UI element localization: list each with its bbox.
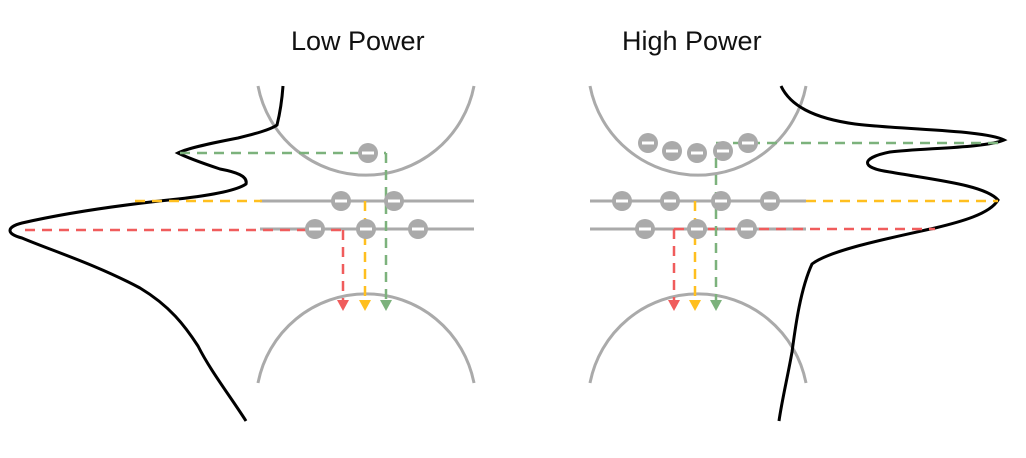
electron-icon: [612, 191, 632, 211]
electron-icon: [660, 191, 680, 211]
lower-dot-arc: [588, 292, 808, 384]
low-power-panel: [8, 85, 476, 422]
electron-icon: [713, 141, 733, 161]
electron-icon: [384, 191, 404, 211]
spectrum-curve: [777, 85, 1008, 422]
yellow-arrowhead: [359, 300, 371, 311]
electron-icon: [408, 219, 428, 239]
green-arrowhead: [710, 300, 722, 311]
green-arrowhead: [380, 300, 392, 311]
red-arrowhead: [337, 300, 349, 311]
electron-icon: [331, 191, 351, 211]
high-power-panel: [588, 85, 1008, 422]
electron-icon: [305, 219, 325, 239]
electron-icon: [358, 143, 378, 163]
electron-icon: [760, 191, 780, 211]
red-arrowhead: [668, 300, 680, 311]
electron-icon: [356, 219, 376, 239]
electron-icon: [738, 133, 758, 153]
electron-icon: [711, 191, 731, 211]
electron-icon: [687, 219, 707, 239]
electron-icon: [662, 141, 682, 161]
high-power-title: High Power: [622, 26, 762, 56]
electron-icon: [638, 133, 658, 153]
upper-dot-arc: [588, 85, 808, 177]
low-power-title: Low Power: [291, 26, 425, 56]
electron-icon: [635, 219, 655, 239]
electron-icon: [737, 219, 757, 239]
spectrum-curve: [8, 85, 285, 422]
yellow-arrowhead: [689, 300, 701, 311]
electron-icon: [687, 143, 707, 163]
